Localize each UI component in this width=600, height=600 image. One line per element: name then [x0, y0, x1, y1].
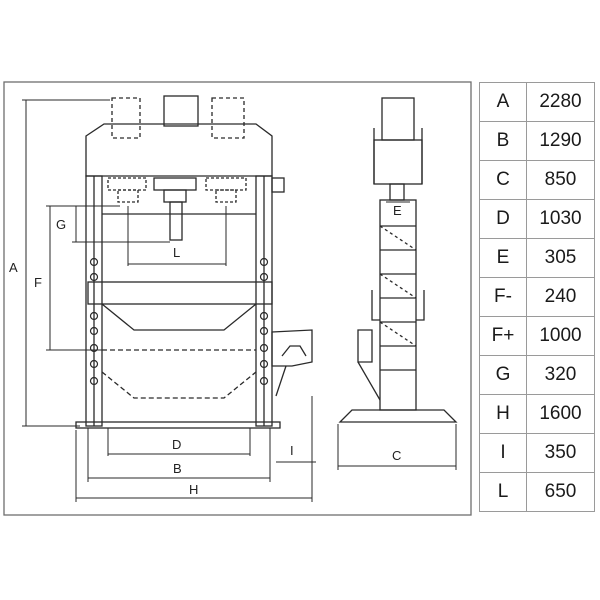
dim-label-f: F: [34, 275, 42, 290]
front-dimension-lines: [22, 99, 316, 502]
dimension-value: 240: [526, 277, 595, 317]
drawing-frame: [3, 81, 472, 516]
dimension-key: L: [479, 472, 527, 512]
dimension-key: G: [479, 355, 527, 395]
dimension-value: 305: [526, 238, 595, 278]
side-dimension-lines: [337, 201, 457, 470]
dimension-key: F+: [479, 316, 527, 356]
dim-label-i: I: [290, 443, 294, 458]
dimension-key: E: [479, 238, 527, 278]
column-holes: [89, 257, 269, 386]
dimension-key: C: [479, 160, 527, 200]
front-view: [75, 95, 313, 429]
dimension-key: D: [479, 199, 527, 239]
dimension-key: H: [479, 394, 527, 434]
dim-label-g: G: [56, 217, 66, 232]
dimension-value: 850: [526, 160, 595, 200]
dim-label-d: D: [172, 437, 181, 452]
dimension-key: I: [479, 433, 527, 473]
dim-label-b: B: [173, 461, 182, 476]
dimension-key: B: [479, 121, 527, 161]
dimension-value: 1600: [526, 394, 595, 434]
dim-label-c: C: [392, 448, 401, 463]
side-view: [338, 97, 458, 423]
dimension-row: F+1000: [479, 316, 595, 356]
dim-label-h: H: [189, 482, 198, 497]
dimension-value: 320: [526, 355, 595, 395]
dimension-row: F-240: [479, 277, 595, 317]
dimension-value: 2280: [526, 82, 595, 122]
dim-label-e: E: [393, 203, 402, 218]
dimension-key: A: [479, 82, 527, 122]
dimension-value: 350: [526, 433, 595, 473]
dimension-value: 1030: [526, 199, 595, 239]
dimension-value: 1290: [526, 121, 595, 161]
dimension-value: 1000: [526, 316, 595, 356]
dim-label-l: L: [173, 245, 180, 260]
dimension-value: 650: [526, 472, 595, 512]
dimension-key: F-: [479, 277, 527, 317]
dim-label-a: A: [9, 260, 18, 275]
